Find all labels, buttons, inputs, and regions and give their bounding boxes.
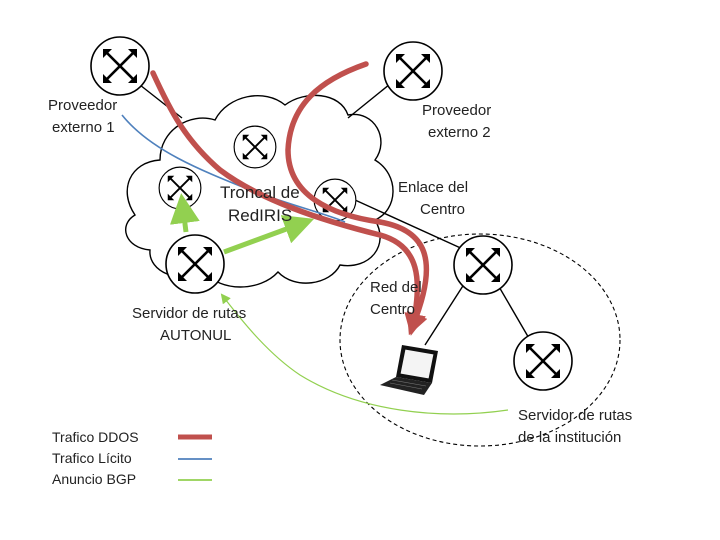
label-proveedor-2: Proveedor externo 2 — [422, 102, 495, 141]
legend-label-ddos: Trafico DDOS — [52, 429, 139, 445]
ddos-traffic-path-1 — [150, 70, 426, 336]
bgp-announce-arrow-up — [169, 193, 200, 233]
router-proveedor-1 — [89, 35, 151, 97]
legend-label-bgp: Anuncio BGP — [52, 471, 136, 487]
legend-label-licito: Trafico Lícito — [52, 450, 132, 466]
router-institucion — [512, 330, 574, 392]
label-red-centro: Red del Centro — [370, 279, 426, 318]
router-troncal-left — [158, 166, 202, 210]
red-centro-boundary — [339, 233, 621, 447]
label-enlace-centro: Enlace del Centro — [398, 179, 472, 218]
label-servidor-institucion: Servidor de rutas de la institución — [518, 407, 636, 446]
label-servidor-autonul: Servidor de rutas AUTONUL — [132, 305, 250, 344]
bgp-announce-arrow-right — [223, 215, 315, 255]
router-proveedor-2 — [382, 40, 444, 102]
laptop-icon — [380, 345, 438, 395]
router-centro — [452, 234, 514, 296]
legend: Trafico DDOS Trafico Lícito Anuncio BGP — [52, 429, 212, 487]
ddos-traffic-path-2 — [285, 61, 430, 336]
bgp-institution-announce — [220, 293, 509, 415]
router-autonul — [164, 233, 226, 295]
label-troncal: Troncal de RedIRIS — [220, 183, 304, 225]
router-troncal-top — [233, 125, 277, 169]
label-proveedor-1: Proveedor externo 1 — [48, 97, 121, 136]
